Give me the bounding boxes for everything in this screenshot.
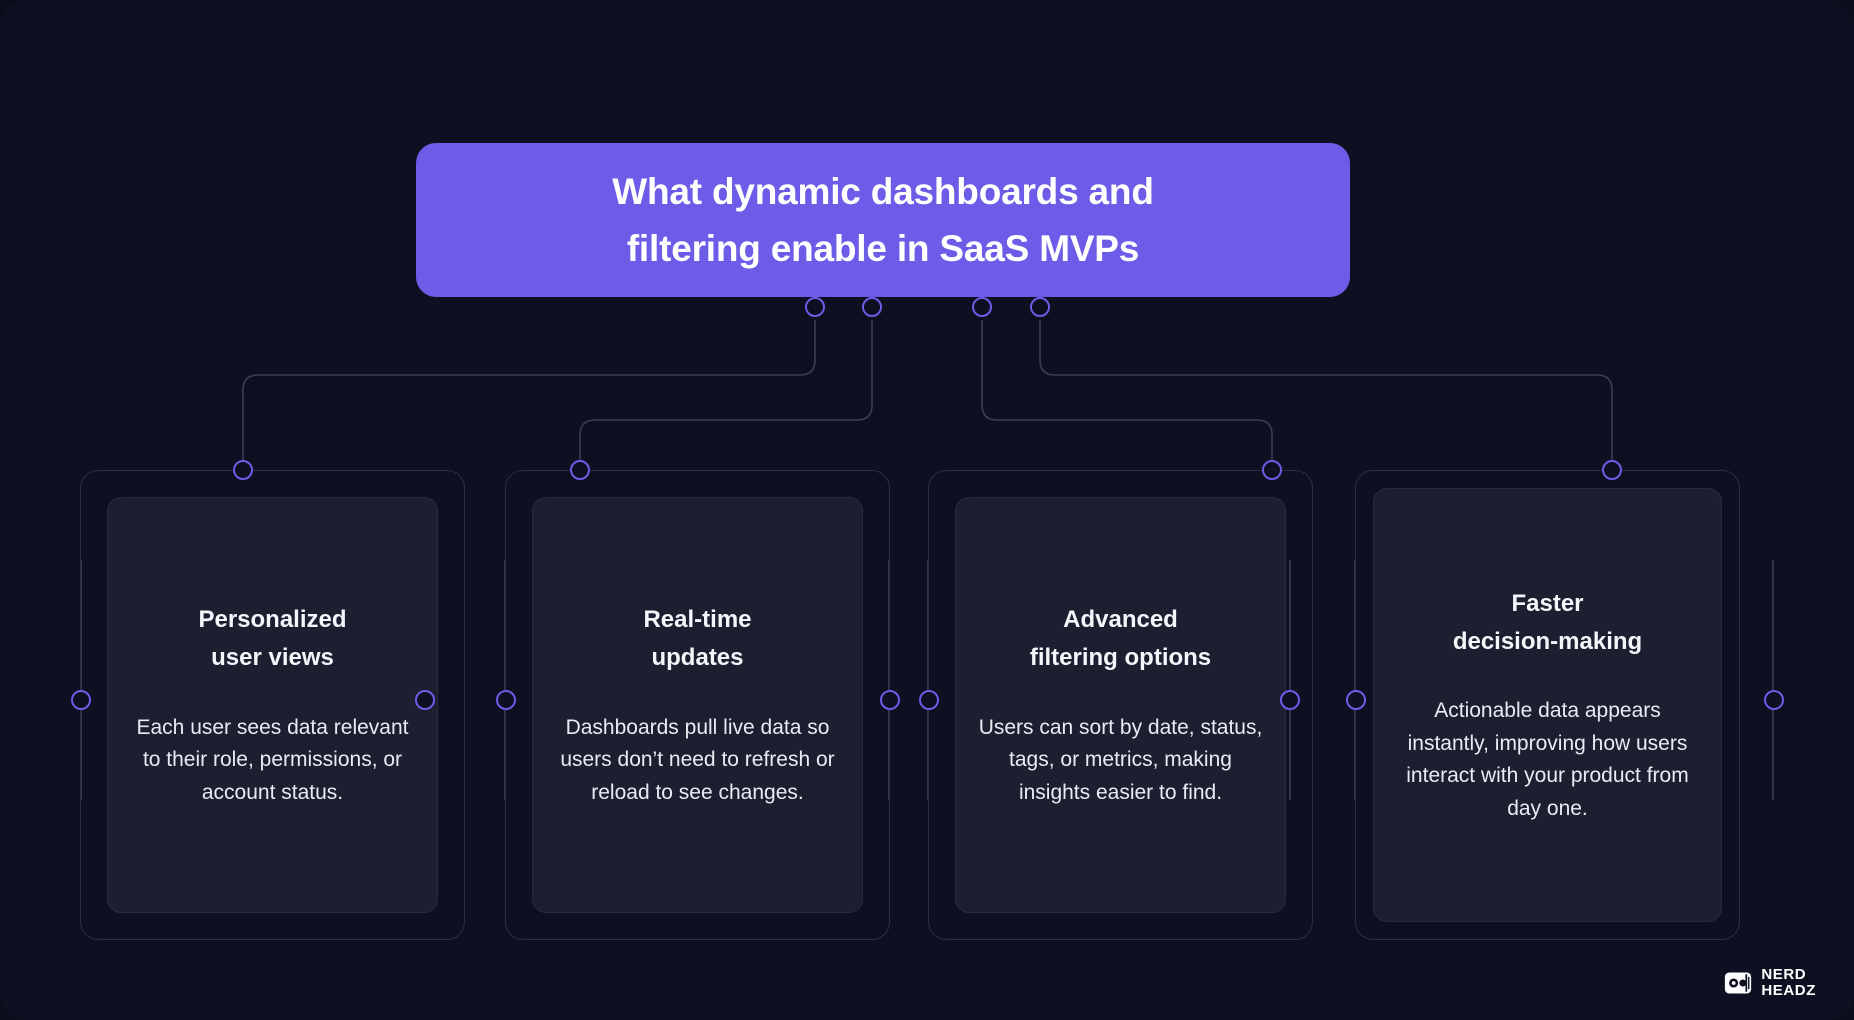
branch-card-real-time-updates[interactable]: Real-time updates Dashboards pull live d… (532, 497, 863, 913)
branch-3-top-dot (1262, 460, 1282, 480)
branch-1-top-dot (233, 460, 253, 480)
branch-title-advanced-filtering-options: Advanced filtering options (1030, 601, 1211, 678)
branch-title-real-time-updates: Real-time updates (643, 601, 751, 678)
logo-line-2: HEADZ (1761, 981, 1816, 999)
branch-title-line2: updates (651, 644, 744, 672)
branch-2-top-dot (570, 460, 590, 480)
branch-3-left-dot (919, 690, 939, 710)
root-node-label-line2: filtering enable in SaaS MVPs (626, 228, 1140, 269)
brand-logo: NERD HEADZ (1724, 967, 1816, 998)
branch-title-line2: user views (211, 644, 334, 672)
root-connector-dot-4 (1030, 297, 1050, 317)
branch-body-real-time-updates: Dashboards pull live data so users don’t… (560, 715, 835, 804)
root-node[interactable]: What dynamic dashboards and filtering en… (416, 143, 1350, 297)
branch-title-personalized-user-views: Personalized user views (198, 601, 346, 678)
branch-4-right-dot (1764, 690, 1784, 710)
root-node-label: What dynamic dashboards and filtering en… (612, 163, 1154, 278)
logo-line-1: NERD (1761, 966, 1807, 984)
logo-wordmark: NERD HEADZ (1761, 967, 1816, 998)
branch-body-advanced-filtering-options: Users can sort by date, status, tags, or… (978, 715, 1263, 804)
branch-4-top-dot (1602, 460, 1622, 480)
root-connector-dot-2 (862, 297, 882, 317)
branch-2-right-dot (880, 690, 900, 710)
branch-card-advanced-filtering-options[interactable]: Advanced filtering options Users can sor… (955, 497, 1286, 913)
branch-4-left-dot (1346, 690, 1366, 710)
branch-card-faster-decision-making[interactable]: Faster decision-making Actionable data a… (1373, 488, 1722, 922)
root-connector-dot-1 (805, 297, 825, 317)
branch-2-left-dot (496, 690, 516, 710)
root-node-label-line1: What dynamic dashboards and (612, 170, 1154, 212)
branch-card-personalized-user-views[interactable]: Personalized user views Each user sees d… (107, 497, 438, 913)
branch-title-line1: Real-time (643, 605, 752, 633)
nerdheadz-logo-icon (1725, 972, 1752, 994)
branch-1-left-dot (71, 690, 91, 710)
branch-body-personalized-user-views: Each user sees data relevant to their ro… (136, 715, 409, 804)
branch-1-right-dot (415, 690, 435, 710)
branch-title-line1: Faster (1511, 589, 1584, 617)
root-connector-dot-3 (972, 297, 992, 317)
branch-title-line2: filtering options (1029, 644, 1212, 672)
branch-title-line2: decision-making (1452, 627, 1643, 655)
branch-body-faster-decision-making: Actionable data appears instantly, impro… (1406, 699, 1689, 820)
branch-title-line1: Personalized (198, 605, 347, 633)
branch-title-faster-decision-making: Faster decision-making (1453, 585, 1642, 662)
branch-title-line1: Advanced (1063, 605, 1178, 633)
branch-3-right-dot (1280, 690, 1300, 710)
